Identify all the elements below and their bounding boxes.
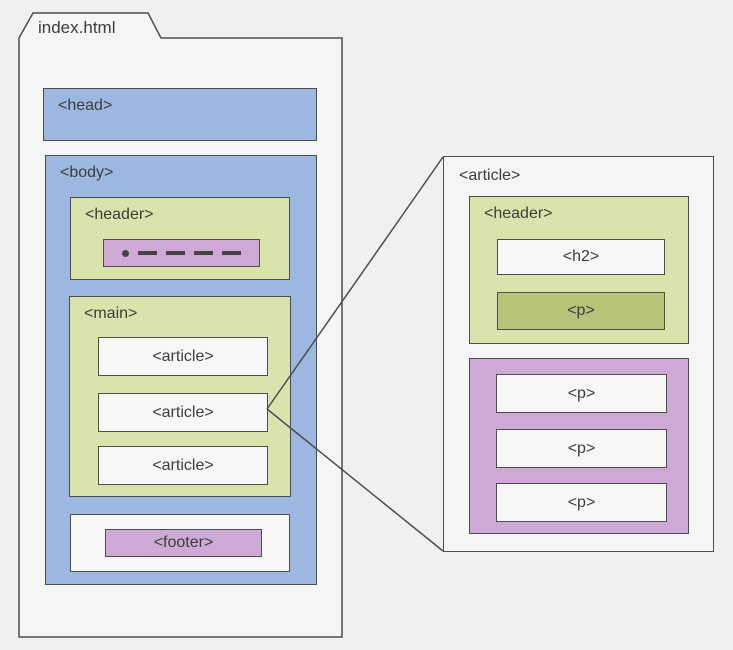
footer-wrapper-box: <footer> (70, 514, 290, 572)
article-detail-label: <article> (459, 167, 521, 184)
header-element-box: <header> (70, 197, 290, 280)
header-label: <header> (85, 206, 154, 223)
article-detail-panel: <article> <header> <h2> <p> <p> <p> <p> (443, 156, 714, 552)
dash-icon (222, 251, 241, 255)
main-label: <main> (84, 305, 138, 322)
article-box-3: <article> (98, 446, 268, 485)
paragraph-box-1: <p> (496, 374, 667, 413)
body-label: <body> (60, 164, 114, 181)
main-element-box: <main> <article> <article> <article> (69, 296, 291, 497)
article-box-2: <article> (98, 393, 268, 432)
header-paragraph-box: <p> (497, 292, 665, 330)
body-element-box: <body> <header> <main> <article> <articl… (45, 155, 317, 585)
article-header-box: <header> <h2> <p> (469, 196, 689, 344)
dash-icon (166, 251, 185, 255)
paragraph-box-2: <p> (496, 429, 667, 468)
article-header-label: <header> (484, 205, 553, 222)
paragraph-box-3: <p> (496, 483, 667, 522)
dash-icon (138, 251, 157, 255)
h2-box: <h2> (497, 239, 665, 275)
dot-icon (122, 249, 129, 257)
nav-placeholder-box (103, 239, 260, 267)
head-element-box: <head> (43, 88, 317, 141)
footer-element-box: <footer> (105, 529, 262, 557)
head-label: <head> (58, 97, 113, 114)
folder-title: index.html (38, 18, 116, 37)
article-box-1: <article> (98, 337, 268, 376)
dash-icon (194, 251, 213, 255)
article-body-box: <p> <p> <p> (469, 358, 689, 534)
